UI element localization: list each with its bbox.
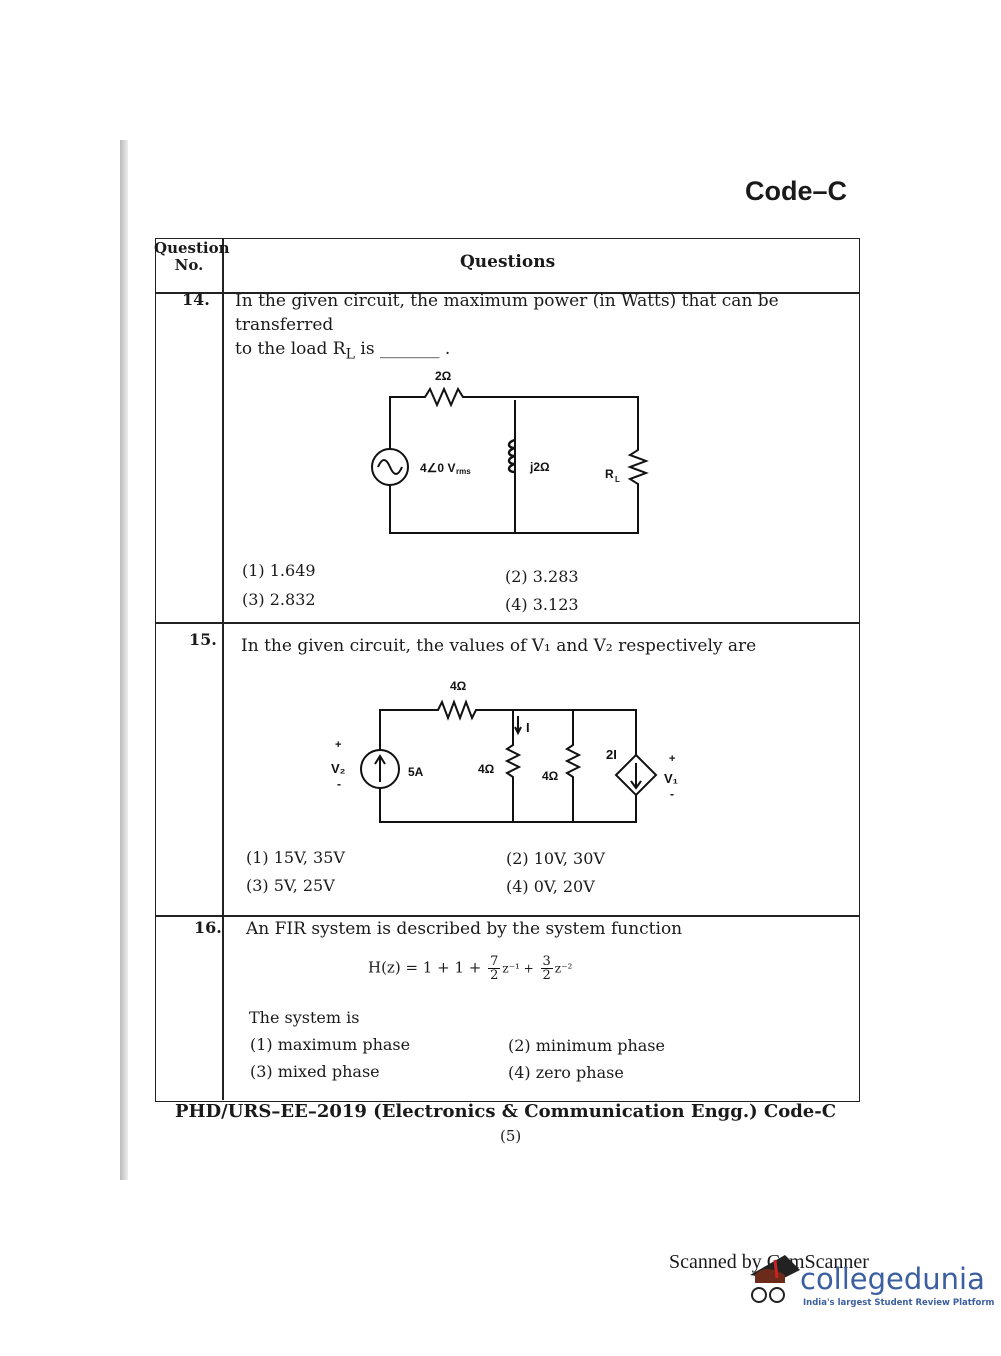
wires bbox=[389, 386, 649, 534]
formula-lhs: H(z) = 1 + 1 + bbox=[368, 958, 482, 977]
inductor-label: j2Ω bbox=[529, 460, 550, 474]
option-2: (2) 3.283 bbox=[505, 567, 579, 586]
mascot-logo-icon bbox=[750, 1255, 800, 1303]
resistor-label: 2Ω bbox=[435, 369, 452, 383]
minus-sign: - bbox=[670, 787, 674, 801]
paper-code: Code–C bbox=[745, 176, 848, 206]
dependent-source-label: 2I bbox=[606, 747, 617, 762]
question-number: 15. bbox=[189, 630, 217, 649]
denominator: 2 bbox=[542, 968, 551, 983]
minus-sign: - bbox=[337, 777, 341, 791]
question-line: to the load R bbox=[235, 339, 346, 359]
page-number: (5) bbox=[500, 1127, 522, 1145]
wires bbox=[379, 699, 637, 823]
collegedunia-logo: collegedunia bbox=[800, 1262, 985, 1296]
option-3: (3) 5V, 25V bbox=[246, 876, 335, 895]
v1-label: V₁ bbox=[664, 771, 678, 786]
denominator: 2 bbox=[490, 968, 499, 983]
column-divider bbox=[222, 238, 224, 1100]
option-2: (2) minimum phase bbox=[508, 1036, 665, 1055]
option-1: (1) 15V, 35V bbox=[246, 848, 345, 867]
numerator: 7 bbox=[488, 954, 501, 969]
resistor-label: 4Ω bbox=[478, 762, 495, 776]
option-1: (1) maximum phase bbox=[250, 1035, 411, 1054]
header-questions: Questions bbox=[460, 252, 556, 272]
formula-term: z⁻² bbox=[554, 961, 573, 976]
v2-label: V₂ bbox=[331, 761, 346, 776]
option-1: (1) 1.649 bbox=[242, 561, 316, 580]
question-text: An FIR system is described by the system… bbox=[246, 919, 683, 939]
load-label: R bbox=[605, 467, 614, 481]
circuit-diagram-q15: 4Ω 5A 4Ω 4Ω I 2I + V₂ - + V₁ - bbox=[331, 679, 678, 823]
up-arrow-icon bbox=[374, 754, 386, 782]
row-divider bbox=[155, 292, 860, 294]
load-subscript: L bbox=[615, 475, 620, 484]
sine-symbol bbox=[377, 459, 403, 475]
question-subtext: The system is bbox=[249, 1008, 360, 1027]
numerator: 3 bbox=[540, 954, 553, 969]
option-2: (2) 10V, 30V bbox=[506, 849, 605, 868]
source-label: 4∠0 V bbox=[420, 461, 455, 475]
question-text: In the given circuit, the maximum power … bbox=[235, 289, 860, 366]
option-4: (4) zero phase bbox=[508, 1063, 624, 1082]
footer-title: PHD/URS–EE–2019 (Electronics & Communica… bbox=[175, 1101, 837, 1122]
resistor-label: 4Ω bbox=[450, 679, 467, 693]
question-table bbox=[155, 238, 860, 1102]
inductor-icon bbox=[507, 438, 516, 474]
question-text: In the given circuit, the values of V₁ a… bbox=[241, 636, 757, 656]
row-divider bbox=[155, 915, 860, 917]
question-number: 16. bbox=[194, 918, 222, 937]
formula-term: z⁻¹ + bbox=[502, 961, 534, 976]
source-label: 5A bbox=[408, 765, 424, 779]
current-label: I bbox=[526, 720, 530, 735]
option-4: (4) 0V, 20V bbox=[506, 877, 595, 896]
collegedunia-tagline: India's largest Student Review Platform bbox=[803, 1298, 995, 1308]
resistor-label: 4Ω bbox=[542, 769, 559, 783]
option-3: (3) 2.832 bbox=[242, 590, 316, 609]
header-question-no: Question No. bbox=[154, 239, 230, 274]
question-line: is _______ . bbox=[355, 339, 451, 359]
down-arrow-icon bbox=[630, 763, 642, 790]
current-arrow-icon bbox=[514, 716, 522, 736]
option-3: (3) mixed phase bbox=[250, 1062, 380, 1081]
plus-sign: + bbox=[335, 739, 341, 751]
circuit-diagram-q14: 2Ω 4∠0 V rms j2Ω R L bbox=[371, 369, 649, 534]
question-number: 14. bbox=[182, 290, 210, 309]
question-line: In the given circuit, the maximum power … bbox=[235, 291, 779, 335]
option-4: (4) 3.123 bbox=[505, 595, 579, 614]
plus-sign: + bbox=[669, 753, 675, 765]
camscanner-watermark: Scanned by CamScanner bbox=[669, 1251, 869, 1273]
subscript: L bbox=[345, 346, 356, 363]
page-edge-shadow bbox=[120, 140, 128, 1180]
resistor-icon bbox=[504, 710, 522, 822]
resistor-icon bbox=[564, 710, 582, 822]
source-unit: rms bbox=[456, 467, 471, 476]
row-divider bbox=[155, 622, 860, 624]
